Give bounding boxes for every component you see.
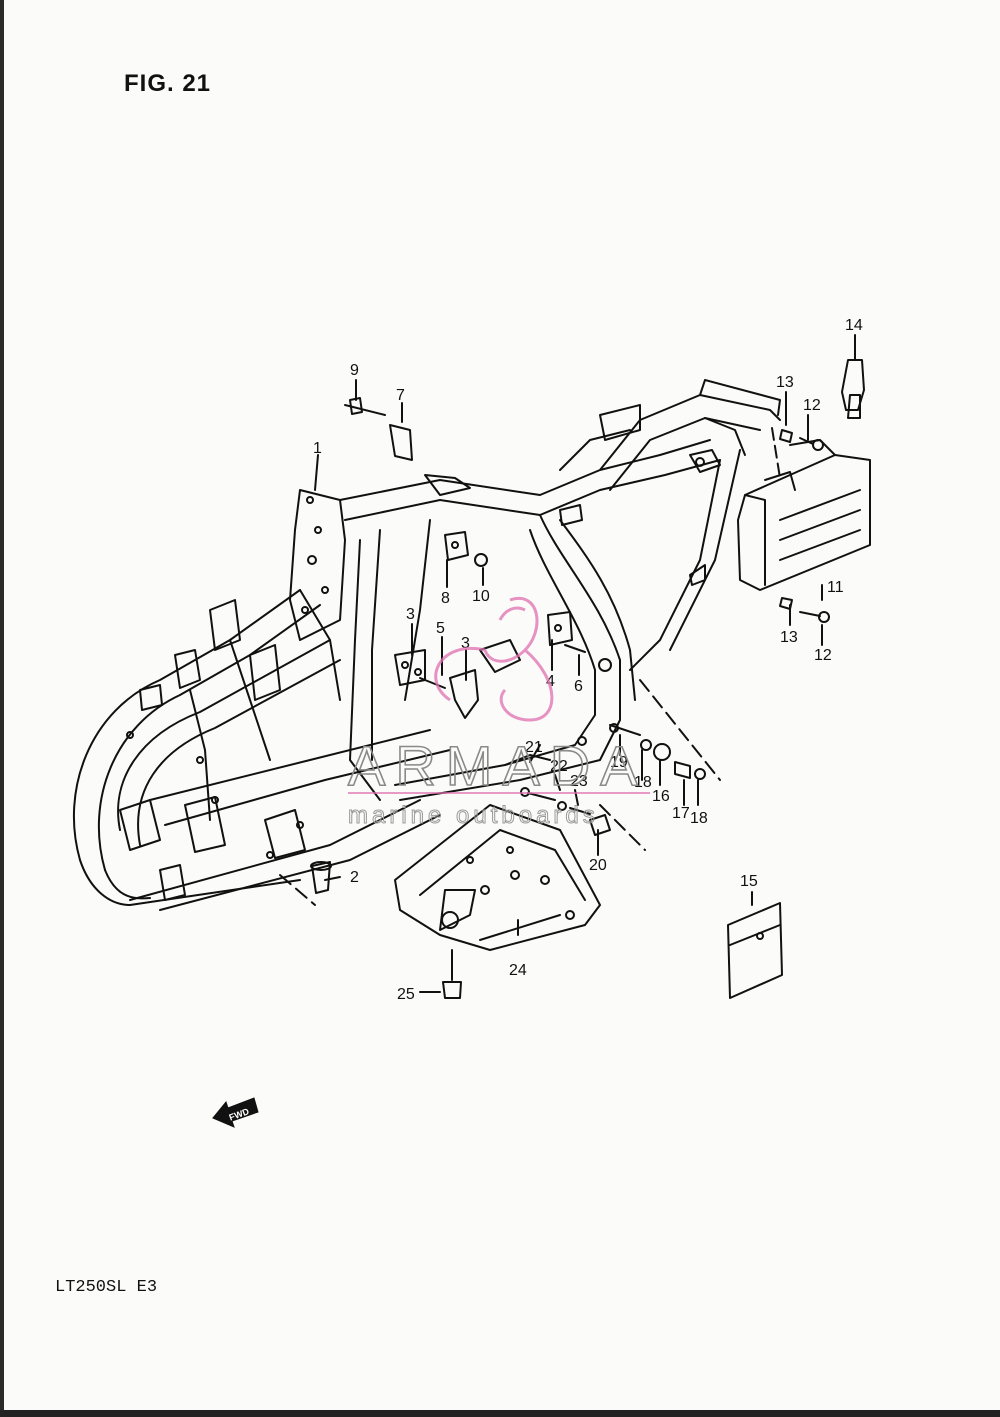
callout-14: 14 <box>845 317 863 334</box>
callout-3b: 3 <box>461 635 470 652</box>
callout-3a: 3 <box>406 606 415 623</box>
watermark: ARMADA marine outboards <box>347 596 650 830</box>
callout-13a: 13 <box>776 374 794 391</box>
callout-9: 9 <box>350 362 359 379</box>
callout-15: 15 <box>740 873 758 890</box>
callout-23: 23 <box>570 773 588 790</box>
callout-19: 19 <box>610 754 628 771</box>
model-code: LT250SL E3 <box>55 1278 158 1297</box>
callout-7: 7 <box>396 387 405 404</box>
callout-12b: 12 <box>814 647 832 664</box>
page-bottom-edge <box>0 1410 1000 1417</box>
callout-1: 1 <box>313 440 322 457</box>
callout-11: 11 <box>827 579 844 596</box>
watermark-tagline: marine outboards <box>348 802 599 829</box>
watermark-seahorse-logo <box>434 596 554 722</box>
callout-2: 2 <box>350 869 359 886</box>
frame-drawing <box>72 334 871 999</box>
callout-4: 4 <box>546 673 555 690</box>
callout-24: 24 <box>509 962 527 979</box>
figure-title: FIG. 21 <box>124 70 212 97</box>
callout-10: 10 <box>472 588 490 605</box>
callout-16: 16 <box>652 788 670 805</box>
callout-5: 5 <box>436 620 445 637</box>
watermark-brand: ARMADA <box>348 734 648 797</box>
callout-8: 8 <box>441 590 450 607</box>
callout-25: 25 <box>397 986 415 1003</box>
callout-21: 21 <box>525 739 543 756</box>
callout-20: 20 <box>589 857 607 874</box>
callout-6: 6 <box>574 678 583 695</box>
callout-13b: 13 <box>780 629 798 646</box>
fwd-arrow-icon: FWD <box>212 1097 259 1128</box>
callout-12a: 12 <box>803 397 821 414</box>
callout-17: 17 <box>672 805 690 822</box>
callout-labels: 1 2 3 3 4 5 6 7 8 9 10 11 12 12 13 13 14… <box>313 317 863 1003</box>
page-left-edge <box>0 0 4 1417</box>
callout-18a: 18 <box>634 774 652 791</box>
callout-22: 22 <box>550 758 568 775</box>
callout-18b: 18 <box>690 810 708 827</box>
